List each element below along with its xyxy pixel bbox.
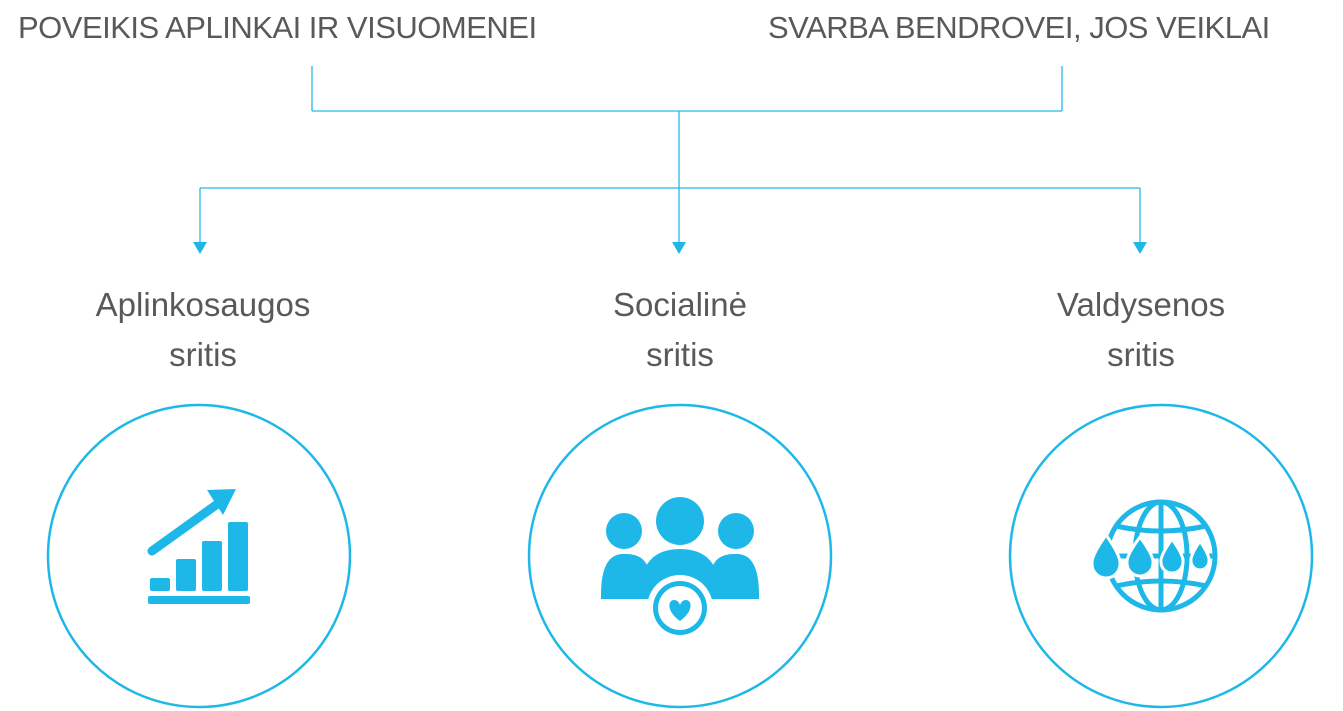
environmental-circle — [46, 403, 352, 709]
importance-label: SVARBA BENDROVEI, JOS VEIKLAI — [768, 10, 1270, 45]
arrow-head-env — [193, 242, 207, 254]
area-title-governance: Valdysenos sritis — [991, 280, 1291, 380]
area-title-line2: sritis — [169, 336, 237, 373]
area-title-environmental: Aplinkosaugos sritis — [53, 280, 353, 380]
area-title-line1: Valdysenos — [1056, 286, 1226, 323]
arrow-head-gov — [1133, 242, 1147, 254]
people-heart-icon — [600, 497, 760, 641]
area-title-line1: Socialinė — [613, 286, 747, 323]
globe-water-drops-icon — [1090, 499, 1218, 613]
area-title-line1: Aplinkosaugos — [95, 286, 311, 323]
growth-chart-icon — [147, 489, 250, 604]
area-title-social: Socialinė sritis — [530, 280, 830, 380]
arrow-head-soc — [672, 242, 686, 254]
area-title-line2: sritis — [646, 336, 714, 373]
area-title-line2: sritis — [1107, 336, 1175, 373]
governance-circle — [1008, 403, 1314, 709]
impact-label: POVEIKIS APLINKAI IR VISUOMENEI — [18, 10, 537, 45]
social-circle — [527, 403, 833, 709]
